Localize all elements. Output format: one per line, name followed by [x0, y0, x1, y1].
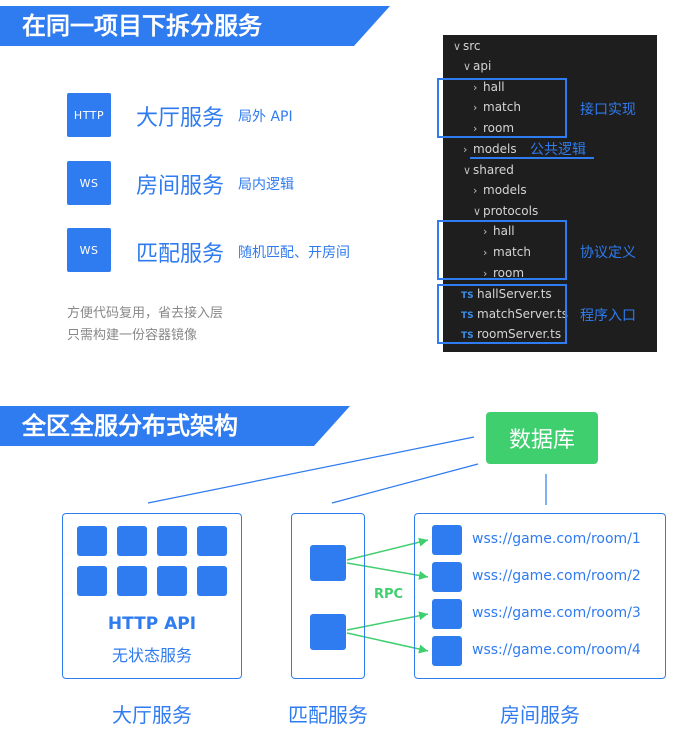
http-service-icon: HTTP	[67, 93, 111, 137]
highlight-protocols	[437, 220, 567, 280]
tree-folder-src[interactable]: ∨src	[453, 39, 481, 53]
room-instance	[432, 562, 462, 592]
chevron-right-icon: ›	[473, 122, 478, 135]
tree-folder-api[interactable]: ∨api	[463, 59, 492, 73]
match-service-box	[291, 513, 365, 679]
highlight-entry	[437, 284, 567, 344]
chevron-down-icon: ∨	[463, 60, 472, 73]
highlight-api	[437, 78, 567, 138]
room-url[interactable]: wss://game.com/room/4	[472, 642, 641, 658]
label-protocols: 协议定义	[580, 245, 636, 261]
chevron-down-icon: ∨	[453, 40, 462, 53]
chevron-right-icon: ›	[473, 184, 478, 197]
ws-service-icon: WS	[67, 161, 111, 205]
label-models: 公共逻辑	[530, 142, 586, 158]
section1-title: 在同一项目下拆分服务	[0, 6, 390, 46]
typescript-icon: TS	[461, 331, 474, 341]
note-line: 方便代码复用，省去接入层	[67, 306, 224, 321]
lobby-service-desc: 局外 API	[238, 109, 293, 125]
section2-title: 全区全服分布式架构	[0, 406, 350, 446]
tree-folder-models[interactable]: ›models	[473, 183, 527, 197]
chevron-right-icon: ›	[473, 101, 478, 114]
room-url[interactable]: wss://game.com/room/1	[472, 531, 641, 547]
typescript-icon: TS	[461, 311, 474, 321]
room-url[interactable]: wss://game.com/room/3	[472, 605, 641, 621]
tree-folder-match[interactable]: ›match	[483, 245, 531, 259]
match-instance	[310, 545, 346, 581]
ws-service-icon: WS	[67, 228, 111, 272]
room-label: 房间服务	[500, 703, 580, 727]
lobby-instance	[197, 566, 227, 596]
note-line: 只需构建一份容器镜像	[67, 328, 198, 343]
database-node: 数据库	[486, 412, 598, 464]
match-service-desc: 随机匹配、开房间	[238, 245, 350, 261]
lobby-instance	[117, 526, 147, 556]
chevron-right-icon: ›	[473, 81, 478, 94]
chevron-down-icon: ∨	[473, 205, 482, 218]
chevron-right-icon: ›	[483, 246, 488, 259]
chevron-right-icon: ›	[483, 267, 488, 280]
http-api-label: HTTP API	[107, 614, 197, 634]
match-label: 匹配服务	[288, 703, 368, 727]
label-entry: 程序入口	[580, 308, 636, 324]
chevron-right-icon: ›	[483, 225, 488, 238]
db-to-lobby-line	[147, 436, 475, 504]
rpc-label: RPC	[374, 587, 404, 602]
label-api: 接口实现	[580, 102, 636, 118]
room-instance	[432, 599, 462, 629]
lobby-instance	[77, 526, 107, 556]
tree-folder-hall[interactable]: ›hall	[483, 224, 515, 238]
room-service-box	[414, 513, 666, 679]
room-service-desc: 局内逻辑	[238, 177, 294, 193]
match-service-name: 匹配服务	[136, 242, 225, 267]
tree-folder-protocols[interactable]: ∨protocols	[473, 204, 539, 218]
lobby-instance	[157, 566, 187, 596]
tree-folder-models[interactable]: ›models	[463, 142, 517, 156]
tree-folder-hall[interactable]: ›hall	[473, 80, 505, 94]
lobby-instance	[197, 526, 227, 556]
lobby-instance	[117, 566, 147, 596]
lobby-instance	[77, 566, 107, 596]
room-instance	[432, 636, 462, 666]
chevron-down-icon: ∨	[463, 164, 472, 177]
lobby-label: 大厅服务	[112, 703, 192, 727]
chevron-right-icon: ›	[463, 143, 468, 156]
match-instance	[310, 614, 346, 650]
room-service-name: 房间服务	[136, 174, 225, 199]
room-url[interactable]: wss://game.com/room/2	[472, 568, 641, 584]
lobby-service-name: 大厅服务	[136, 106, 225, 131]
room-instance	[432, 525, 462, 555]
lobby-instance	[157, 526, 187, 556]
database-label: 数据库	[508, 428, 575, 453]
tree-folder-match[interactable]: ›match	[473, 100, 521, 114]
tree-folder-room[interactable]: ›room	[473, 121, 515, 135]
db-to-match-line	[331, 463, 479, 504]
underline-models	[470, 157, 594, 159]
tree-folder-shared[interactable]: ∨shared	[463, 163, 514, 177]
tree-folder-room[interactable]: ›room	[483, 266, 525, 280]
stateless-label: 无状态服务	[111, 646, 192, 665]
lobby-service-box	[62, 513, 242, 679]
typescript-icon: TS	[461, 291, 474, 301]
file-tree-panel: ∨src ∨api ›hall ›match ›room ›models ∨sh…	[443, 35, 657, 352]
